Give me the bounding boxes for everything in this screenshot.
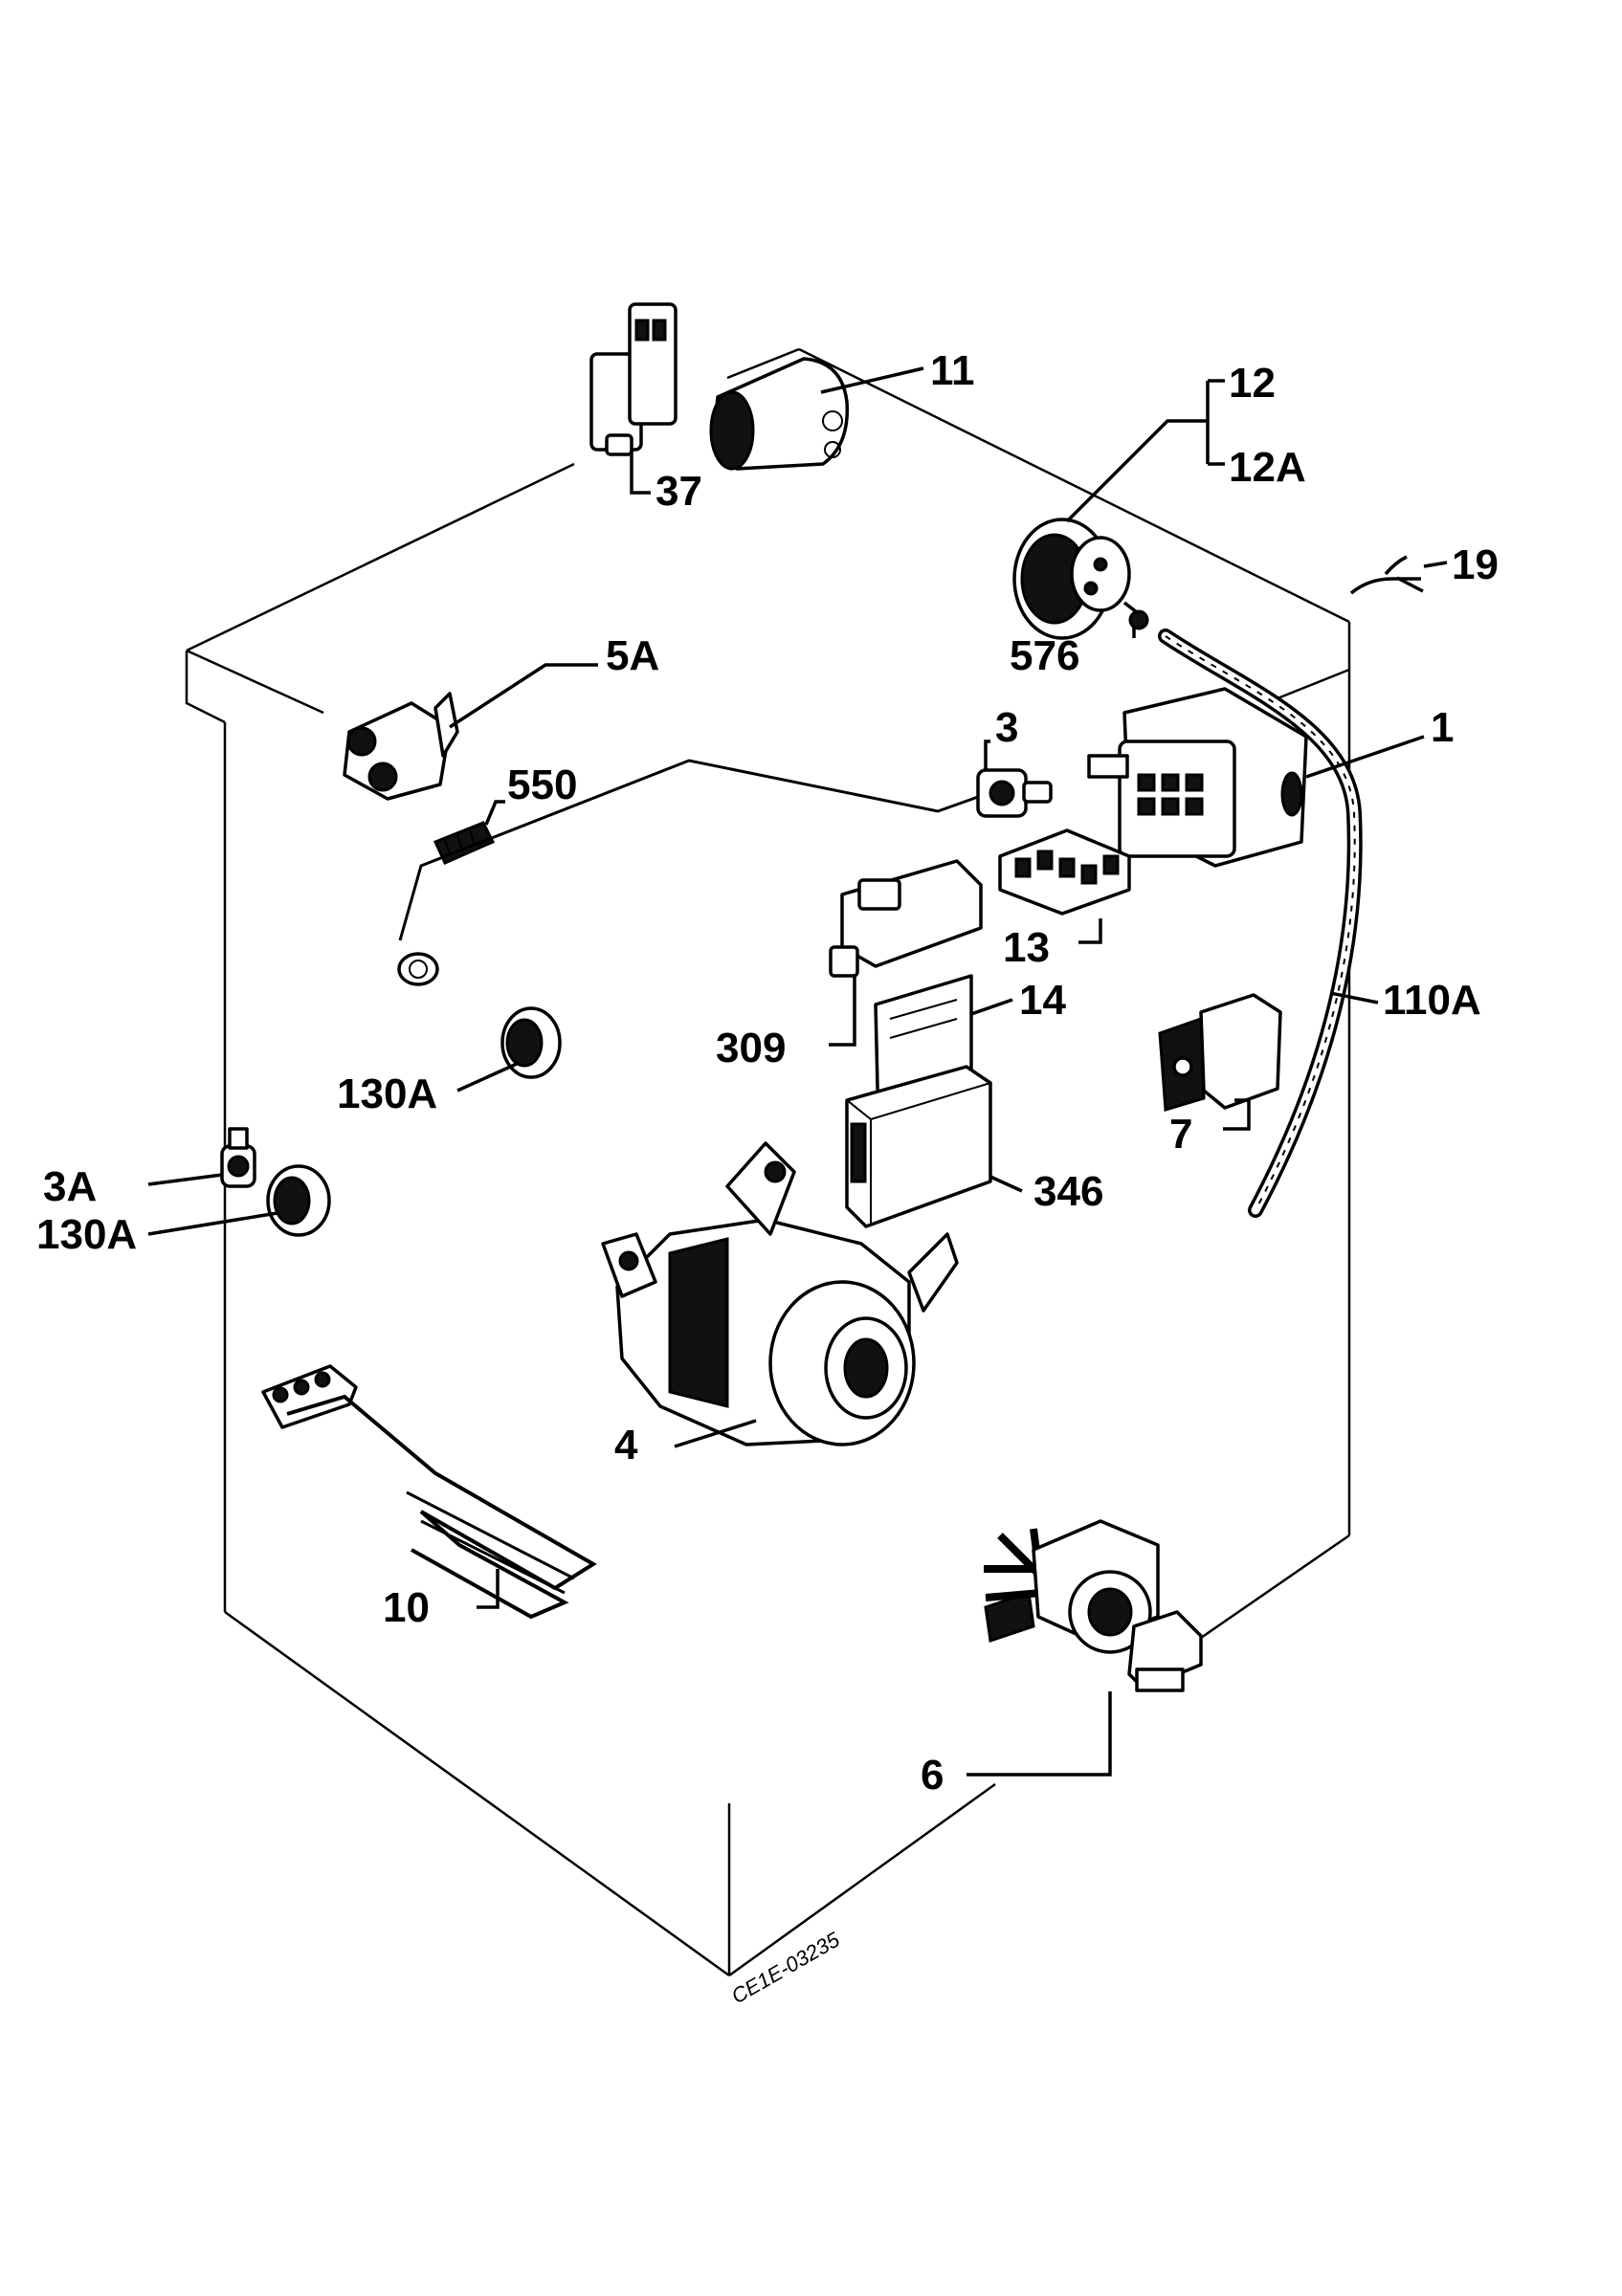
label-3a: 3A [43,1163,97,1210]
hose-clip-part [1128,609,1149,630]
label-3: 3 [995,704,1018,751]
label-14: 14 [1019,977,1066,1024]
callout-labels: 37 11 12 12A 19 576 5A 550 3 1 13 309 14… [36,347,1499,1799]
terminal-block-part [998,828,1131,916]
label-346: 346 [1033,1168,1103,1215]
electronic-module-part [829,859,983,978]
pressure-switch-part [1012,518,1139,640]
grommet-upper-part [500,1006,562,1079]
door-lock-part [343,692,459,801]
programmer-timer-part [1087,687,1308,868]
leader-lines [147,366,1448,1777]
label-6: 6 [921,1752,944,1799]
label-12a: 12A [1229,444,1306,491]
capacitor-part [709,357,850,471]
interference-filter-part [1158,993,1282,1112]
drain-pump-part [984,1519,1203,1692]
label-12: 12 [1229,360,1276,407]
cabinet-outline [185,347,1351,1977]
label-7: 7 [1169,1111,1192,1158]
label-550: 550 [507,762,577,808]
label-110a: 110A [1383,977,1481,1024]
suppressor-part [433,821,496,865]
label-13: 13 [1003,924,1050,971]
label-309: 309 [716,1025,786,1071]
label-5a: 5A [606,632,659,679]
sensor-3a-part [220,1127,256,1188]
heating-element-part [261,1364,597,1620]
thermostat-part [976,768,1053,818]
label-130a-upper: 130A [337,1071,437,1117]
label-10: 10 [383,1584,430,1631]
grommet-lower-part [266,1164,331,1237]
label-130a-lower: 130A [36,1211,137,1258]
label-4: 4 [614,1422,638,1468]
drawing-code: CE1E-03235 [727,1927,844,2008]
label-1: 1 [1431,704,1454,751]
label-576: 576 [1010,632,1079,679]
door-interlock-part [589,302,678,456]
module-housing-part [845,1065,992,1228]
label-11: 11 [930,347,975,394]
wire-clip-part [1349,555,1424,595]
label-19: 19 [1452,541,1499,588]
label-37: 37 [655,468,702,515]
pressure-hose-part [1158,629,1363,1218]
thermostat-capillary [397,759,979,986]
drive-motor-part [601,1141,959,1446]
